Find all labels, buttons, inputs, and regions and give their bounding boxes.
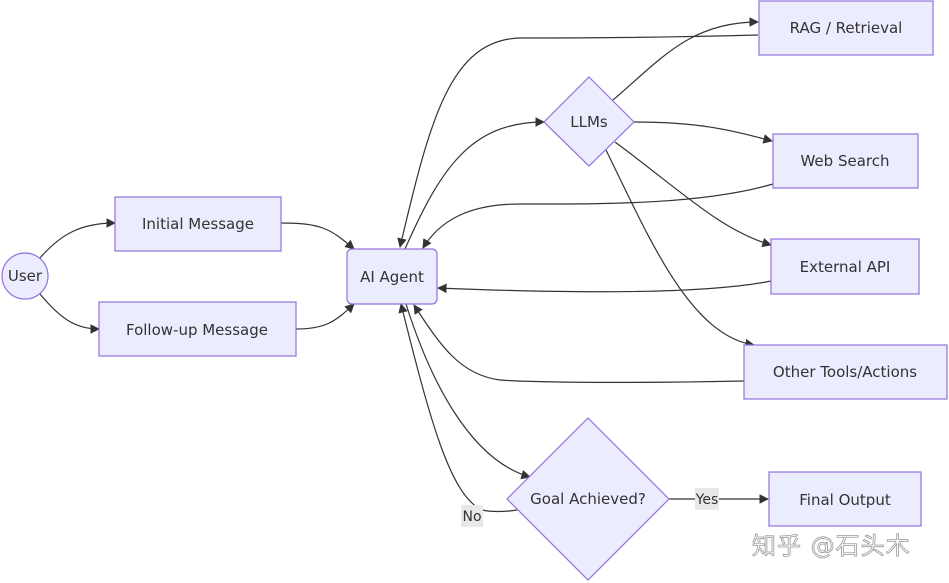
node-followup-message[interactable]: Follow-up Message [98,301,297,357]
edge-other-tools-to-ai-agent [413,304,745,383]
edge-llms-to-rag [612,17,759,101]
edge-external-api-to-ai-agent [437,280,772,294]
edge-followup-message-to-ai-agent [295,303,355,330]
edge-goal-no-to-ai-agent [398,303,518,513]
node-rag-retrieval[interactable]: RAG / Retrieval [758,0,934,56]
svg-text:Final Output: Final Output [799,491,891,509]
svg-text:Yes: Yes [695,492,719,508]
svg-text:Other Tools/Actions: Other Tools/Actions [773,363,917,381]
svg-text:Initial Message: Initial Message [142,215,254,233]
edge-label-no: No [461,505,483,527]
edge-initial-message-to-ai-agent [280,222,355,250]
svg-text:External API: External API [800,258,891,276]
svg-text:User: User [8,267,43,285]
edge-llms-to-other-tools [605,149,755,349]
svg-text:RAG / Retrieval: RAG / Retrieval [790,19,903,37]
edge-llms-to-external-api [614,141,772,248]
edge-ai-agent-to-llms [404,117,545,250]
svg-text:Follow-up Message: Follow-up Message [126,321,268,339]
svg-text:AI Agent: AI Agent [360,268,424,286]
svg-text:LLMs: LLMs [570,113,608,131]
node-ai-agent[interactable]: AI Agent [346,248,438,305]
node-initial-message[interactable]: Initial Message [114,196,282,252]
svg-text:Web Search: Web Search [800,152,889,170]
edge-label-yes: Yes [695,488,719,510]
edge-ai-agent-to-goal [405,303,531,480]
watermark: 知乎 @石头木 [752,532,911,560]
node-goal-achieved[interactable]: Goal Achieved? [506,417,670,581]
edge-rag-to-ai-agent [397,34,759,248]
edge-user-to-followup-message [39,293,100,334]
node-web-search[interactable]: Web Search [772,133,919,189]
node-other-tools-actions[interactable]: Other Tools/Actions [743,344,948,400]
node-user[interactable]: User [1,252,49,300]
svg-text:Goal Achieved?: Goal Achieved? [530,490,646,508]
edges [39,17,774,513]
svg-text:No: No [462,509,481,525]
node-llms[interactable]: LLMs [543,76,635,167]
edge-web-search-to-ai-agent [422,183,774,249]
edge-user-to-initial-message [39,218,116,259]
node-final-output[interactable]: Final Output [768,471,922,527]
node-external-api[interactable]: External API [770,238,920,295]
edge-llms-to-web-search [633,121,773,144]
